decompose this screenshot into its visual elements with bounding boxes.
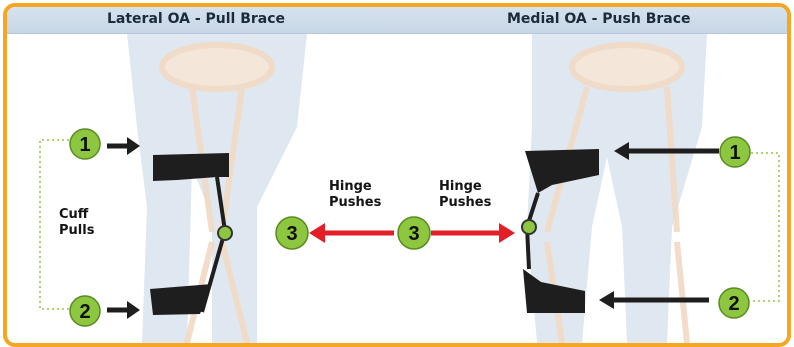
right-cuff-connector [751, 153, 779, 301]
right-marker-2-number: 2 [728, 293, 739, 315]
left-pushes-label-line: Pushes [329, 195, 381, 211]
left-hinge-label-line: Hinge [329, 179, 381, 195]
pulls-label-line: Pulls [59, 223, 94, 239]
cuff-pulls-label: Cuff Pulls [59, 207, 94, 239]
right-red-arrow [431, 223, 515, 243]
left-marker-3-number: 3 [286, 223, 297, 245]
left-marker-2-number: 2 [79, 301, 90, 323]
cuff-label-line: Cuff [59, 207, 94, 223]
left-red-arrow [309, 223, 394, 243]
right-hinge-point [522, 220, 536, 234]
right-hinge-label-line: Hinge [439, 179, 491, 195]
left-hinge-point [218, 226, 232, 240]
left-arrow-1 [107, 137, 140, 155]
left-hinge-pushes-label: Hinge Pushes [329, 179, 381, 211]
left-arrow-2 [107, 301, 140, 319]
right-pushes-label-line: Pushes [439, 195, 491, 211]
diagram-frame: Lateral OA - Pull Brace Medial OA - Push… [3, 3, 791, 347]
right-marker-1-number: 1 [729, 142, 740, 164]
left-marker-1-number: 1 [79, 134, 90, 156]
diagram-art: 1 2 3 3 1 2 [7, 7, 787, 343]
right-marker-3-number: 3 [408, 223, 419, 245]
right-hinge-pushes-label: Hinge Pushes [439, 179, 491, 211]
